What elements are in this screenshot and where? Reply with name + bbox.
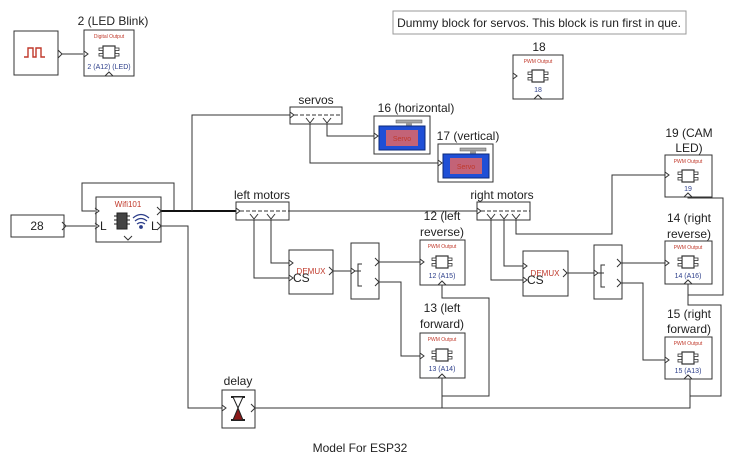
wire-14-loop: [687, 283, 722, 397]
pwm-output-19-block[interactable]: 19 (CAM LED) PWM Output 19: [664, 126, 713, 198]
switch-left-block[interactable]: [350, 242, 380, 300]
hourglass-icon: [231, 396, 245, 421]
pwm19-title-line1: 19 (CAM: [665, 126, 712, 140]
wire-servos-to-17: [309, 124, 438, 164]
wire-right-bus-to-demux: [503, 220, 523, 267]
pwm19-title-line2: LED): [675, 141, 702, 155]
delay-title: delay: [224, 374, 253, 388]
wire-wifi-to-delay: [160, 225, 222, 409]
pulse-generator-block[interactable]: [13, 30, 63, 76]
pwm14-kind: PWM Output: [674, 245, 703, 251]
wire-right-bus-to-demux-cs: [490, 220, 523, 281]
wires: [62, 53, 724, 409]
comment-note[interactable]: Dummy block for servos. This block is ru…: [392, 10, 687, 35]
wire-delay-out: [252, 378, 691, 409]
wire-switch-to-13: [379, 281, 420, 357]
pwm15-title-line1: 15 (right: [667, 307, 712, 321]
pwm12-title-line1: 12 (left: [424, 209, 461, 223]
pwm18-pin: 18: [534, 87, 542, 94]
pwm15-title-line2: forward): [667, 322, 711, 336]
pwm19-pin: 19: [684, 186, 692, 193]
servos-bus-title: servos: [298, 93, 333, 107]
pwm14-pin: 14 (A16): [675, 273, 702, 280]
pwm18-kind: PWM Output: [524, 59, 553, 65]
pwm12-kind: PWM Output: [428, 244, 457, 250]
servos-bus-block[interactable]: servos: [289, 93, 343, 125]
pwm14-title-line1: 14 (right: [667, 211, 712, 225]
servo-17-block[interactable]: 17 (vertical) Servo: [437, 129, 500, 183]
square-wave-icon: [24, 47, 45, 58]
constant-value: 28: [30, 219, 44, 233]
left-bus-title: left motors: [234, 188, 290, 202]
pwm-output-13-block[interactable]: 13 (left forward) PWM Output 13 (A14): [419, 301, 466, 379]
pwm-output-12-block[interactable]: 12 (left reverse) PWM Output 12 (A15): [419, 209, 466, 286]
pwm19-kind: PWM Output: [674, 159, 703, 165]
pwm13-title-line1: 13 (left: [424, 301, 461, 315]
servo16-title: 16 (horizontal): [378, 101, 455, 115]
diagram-caption: Model For ESP32: [313, 441, 408, 455]
chip-icon: [114, 212, 130, 230]
wire-switch-to-15: [621, 282, 665, 361]
wire-right-bus-to-19: [515, 174, 665, 235]
wire-servos-to-16: [326, 124, 374, 137]
demux-left-cs: CS: [293, 271, 310, 285]
wire-left-bus-to-demux: [270, 220, 289, 264]
pwm-output-14-block[interactable]: 14 (right reverse) PWM Output 14 (A16): [664, 211, 713, 285]
wifi-left-port-label: L: [100, 219, 107, 233]
right-motors-bus-block[interactable]: right motors: [470, 188, 534, 221]
pwm18-title: 18: [532, 40, 546, 54]
demux-left-label: DEMUX: [297, 267, 327, 276]
demux-right-block[interactable]: DEMUX CS: [522, 250, 569, 297]
pwm12-title-line2: reverse): [420, 225, 464, 239]
left-motors-bus-block[interactable]: left motors: [234, 188, 290, 221]
led-blink-title: 2 (LED Blink): [78, 14, 149, 28]
pwm13-pin: 13 (A14): [429, 366, 456, 373]
wifi101-block[interactable]: Wifi101 L L: [94, 196, 162, 243]
pwm13-title-line2: forward): [420, 317, 464, 331]
pwm15-pin: 15 (A13): [675, 368, 702, 375]
pwm15-kind: PWM Output: [674, 341, 703, 347]
right-bus-title: right motors: [470, 188, 533, 202]
wifi-right-port-label: L: [151, 219, 158, 233]
servo-16-block[interactable]: 16 (horizontal) Servo: [373, 101, 455, 155]
delay-block[interactable]: delay: [221, 374, 256, 429]
servo17-title: 17 (vertical): [437, 129, 500, 143]
demux-right-label: DEMUX: [531, 269, 561, 278]
pwm-output-15-block[interactable]: 15 (right forward) PWM Output 15 (A13): [664, 307, 713, 380]
wire-left-bus-to-demux-cs: [253, 220, 289, 279]
led-blink-kind: Digital Output: [94, 34, 125, 40]
led-blink-pin: 2 (A12) (LED): [87, 64, 130, 71]
pwm-output-18-block[interactable]: 18 PWM Output 18: [512, 40, 564, 100]
digital-output-2-block[interactable]: 2 (LED Blink) Digital Output 2 (A12) (LE…: [78, 14, 149, 77]
comment-note-text: Dummy block for servos. This block is ru…: [397, 16, 681, 30]
servo16-label: Servo: [393, 136, 411, 143]
demux-right-cs: CS: [527, 273, 544, 287]
switch-right-block[interactable]: [593, 244, 623, 300]
constant-block[interactable]: 28: [10, 214, 67, 238]
wifi-title: Wifi101: [115, 200, 142, 209]
pwm12-pin: 12 (A15): [429, 273, 456, 280]
pwm13-kind: PWM Output: [428, 337, 457, 343]
pwm14-title-line2: reverse): [667, 227, 711, 241]
demux-left-block[interactable]: DEMUX CS: [288, 249, 334, 295]
wifi-icon: [132, 213, 150, 229]
wire-to-servos-bus: [191, 114, 290, 211]
wire-12-loop: [441, 285, 490, 397]
servo17-label: Servo: [457, 164, 475, 171]
